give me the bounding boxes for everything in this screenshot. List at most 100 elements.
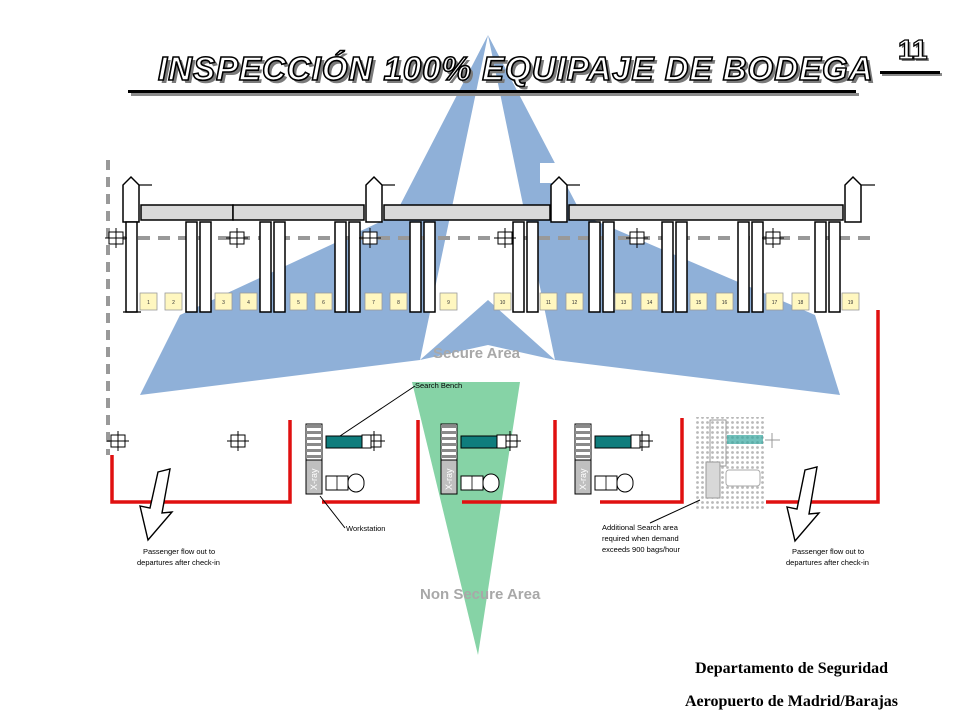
counter-box xyxy=(614,292,633,311)
check-in-belt xyxy=(588,221,601,313)
passenger-flow-arrows xyxy=(139,466,821,543)
counter-number: 4 xyxy=(247,300,250,306)
counter-box xyxy=(689,292,708,311)
check-in-belt xyxy=(185,221,198,313)
counter-number: 11 xyxy=(546,300,551,306)
counter-box xyxy=(214,292,233,311)
additional-search-line: Additional Search area xyxy=(602,523,679,532)
additional-search-area xyxy=(696,417,780,509)
control-point xyxy=(105,228,127,248)
pillar xyxy=(844,175,862,223)
xray-label: X-ray xyxy=(444,468,454,490)
check-in-belt xyxy=(334,221,347,313)
check-in-belt xyxy=(512,221,525,313)
counter-number: 15 xyxy=(696,300,702,306)
xray-machine xyxy=(574,459,592,495)
check-in-belt xyxy=(409,221,422,313)
counter-number: 18 xyxy=(798,300,804,306)
control-point xyxy=(359,228,381,248)
counter-number: 5 xyxy=(297,300,300,306)
check-in-belt xyxy=(751,221,764,313)
counter-box xyxy=(765,292,784,311)
slide-number-underline xyxy=(880,71,940,74)
counter-number: 16 xyxy=(722,300,728,306)
slide-title: INSPECCIÓN 100% EQUIPAJE DE BODEGA xyxy=(157,49,874,88)
xray-label: X-ray xyxy=(309,468,319,490)
check-in-belts xyxy=(123,221,841,313)
search-bench xyxy=(594,435,632,449)
check-in-belt xyxy=(675,221,688,313)
search-bench xyxy=(325,435,363,449)
feed-belt xyxy=(440,423,458,461)
passenger-flow-right-label: Passenger flow out to departures after c… xyxy=(786,547,869,567)
search-bench xyxy=(460,435,498,449)
barrier-far-right xyxy=(718,310,880,504)
counter-number: 7 xyxy=(372,300,375,306)
additional-search-line: exceeds 900 bags/hour xyxy=(602,545,680,554)
counter-box xyxy=(791,292,810,311)
search-bench-callout xyxy=(339,385,416,437)
slide-number: 11 xyxy=(897,33,928,65)
check-in-belt xyxy=(273,221,286,313)
passenger-flow-line: Passenger flow out to xyxy=(143,547,215,556)
control-points xyxy=(105,228,784,451)
workstation-callout xyxy=(319,495,346,529)
control-point xyxy=(626,228,648,248)
counter-number: 10 xyxy=(500,300,506,306)
title-underline xyxy=(128,90,856,93)
collector-belt xyxy=(232,204,365,221)
counter-box xyxy=(289,292,308,311)
check-in-belt xyxy=(828,221,841,313)
xray-machine xyxy=(305,459,323,495)
workstation-label: Workstation xyxy=(346,524,385,533)
collector-belt xyxy=(568,204,844,221)
passenger-flow-arrow-right xyxy=(786,466,821,543)
counter-number: 13 xyxy=(621,300,627,306)
counter-number: 9 xyxy=(447,300,450,306)
check-in-belt xyxy=(814,221,827,313)
counter-box xyxy=(389,292,408,311)
control-point xyxy=(107,431,129,451)
screening-stations: X-ray X-ray X-ray xyxy=(305,423,641,495)
counter-box xyxy=(164,292,183,311)
barrier-mid-2 xyxy=(462,420,557,504)
passenger-flow-line: departures after check-in xyxy=(137,558,220,567)
counter-number: 2 xyxy=(172,300,175,306)
counter-number: 12 xyxy=(572,300,578,306)
counter-box xyxy=(539,292,558,311)
counter-box xyxy=(439,292,458,311)
counter-box xyxy=(364,292,383,311)
xray-label: X-ray xyxy=(578,468,588,490)
check-in-belt xyxy=(199,221,212,313)
counter-number: 19 xyxy=(848,300,854,306)
counter-box xyxy=(640,292,659,311)
control-point xyxy=(494,228,516,248)
pillar-cap-box xyxy=(355,163,397,183)
counter-box xyxy=(715,292,734,311)
screening-station: X-ray xyxy=(440,423,507,495)
barrier-lines xyxy=(110,310,880,504)
check-in-belt xyxy=(348,221,361,313)
counter-box xyxy=(239,292,258,311)
passenger-flow-line: departures after check-in xyxy=(786,558,869,567)
non-secure-area-label: Non Secure Area xyxy=(420,586,541,603)
counter-box xyxy=(314,292,333,311)
check-in-belt xyxy=(259,221,272,313)
collector-belt xyxy=(383,204,551,221)
counter-number: 6 xyxy=(322,300,325,306)
counter-box xyxy=(493,292,512,311)
collector-belts xyxy=(140,204,844,221)
counter-number: 17 xyxy=(772,300,778,306)
logo-green-tail xyxy=(412,382,520,655)
barrier-right xyxy=(600,418,684,504)
check-in-belt xyxy=(661,221,674,313)
barrier-mid-1 xyxy=(322,420,420,504)
pillar xyxy=(550,175,568,223)
additional-search-label: Additional Search area required when dem… xyxy=(602,523,680,554)
pillar xyxy=(122,175,140,223)
counter-number: 3 xyxy=(222,300,225,306)
footer-department: Departamento de Seguridad xyxy=(695,660,888,677)
